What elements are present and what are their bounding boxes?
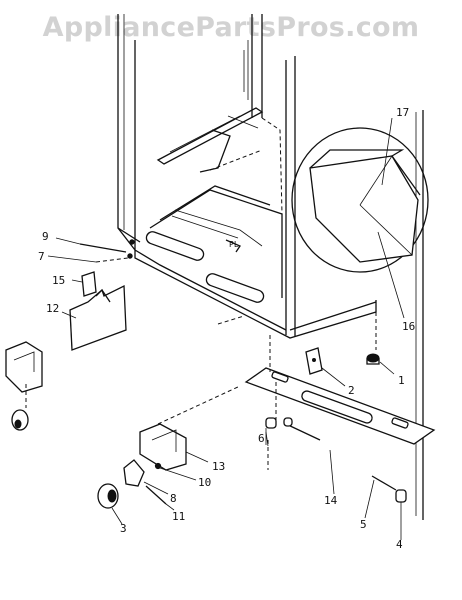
- part-10-nut: [154, 462, 197, 481]
- callout-5: 5: [360, 518, 367, 531]
- callout-15: 15: [52, 274, 65, 287]
- watermark: AppliancePartsPros.com: [42, 12, 420, 43]
- callout-8: 8: [170, 492, 177, 505]
- left-roller-bracket: [5, 341, 43, 431]
- part-3-wheel: [97, 483, 123, 525]
- part-14-base-plate: [244, 335, 436, 445]
- part-13-roller-bracket: [139, 385, 241, 471]
- part-11-axle-pin: [145, 485, 175, 511]
- callout-10: 10: [198, 476, 211, 489]
- callout-14: 14: [324, 494, 338, 507]
- callout-1: 1: [398, 374, 405, 387]
- rear-axle: [283, 417, 321, 441]
- part-15-bracket: [71, 271, 97, 297]
- callout-12: 12: [46, 302, 59, 315]
- callout-7: 7: [38, 250, 45, 263]
- cabinet: PL: [117, 14, 424, 520]
- part-9-screw: [79, 239, 135, 263]
- callout-9: 9: [42, 230, 49, 243]
- part-8-wheel-bracket: [123, 459, 169, 495]
- part-2-bracket: [305, 347, 346, 387]
- detail-inset: [291, 127, 429, 273]
- callout-13: 13: [212, 460, 225, 473]
- part-4-wheel: [395, 489, 407, 540]
- part-6-roller: [265, 417, 277, 470]
- callout-17: 17: [396, 106, 409, 119]
- leader-lines: [47, 117, 405, 495]
- callout-11: 11: [172, 510, 185, 523]
- part-12-cover-panel: [61, 284, 245, 351]
- part-1-leveling-leg: [366, 312, 395, 375]
- callout-16: 16: [402, 320, 415, 333]
- callout-6: 6: [258, 432, 265, 445]
- callout-3: 3: [120, 522, 127, 535]
- callout-2: 2: [348, 384, 355, 397]
- part-5-axle: [364, 475, 397, 519]
- svg-text:PL: PL: [229, 240, 239, 249]
- callout-4: 4: [396, 538, 403, 551]
- callout-labels: 17 16 1 2 9 7 15 12 13 6 10 8 11 3 14 5 …: [38, 106, 415, 551]
